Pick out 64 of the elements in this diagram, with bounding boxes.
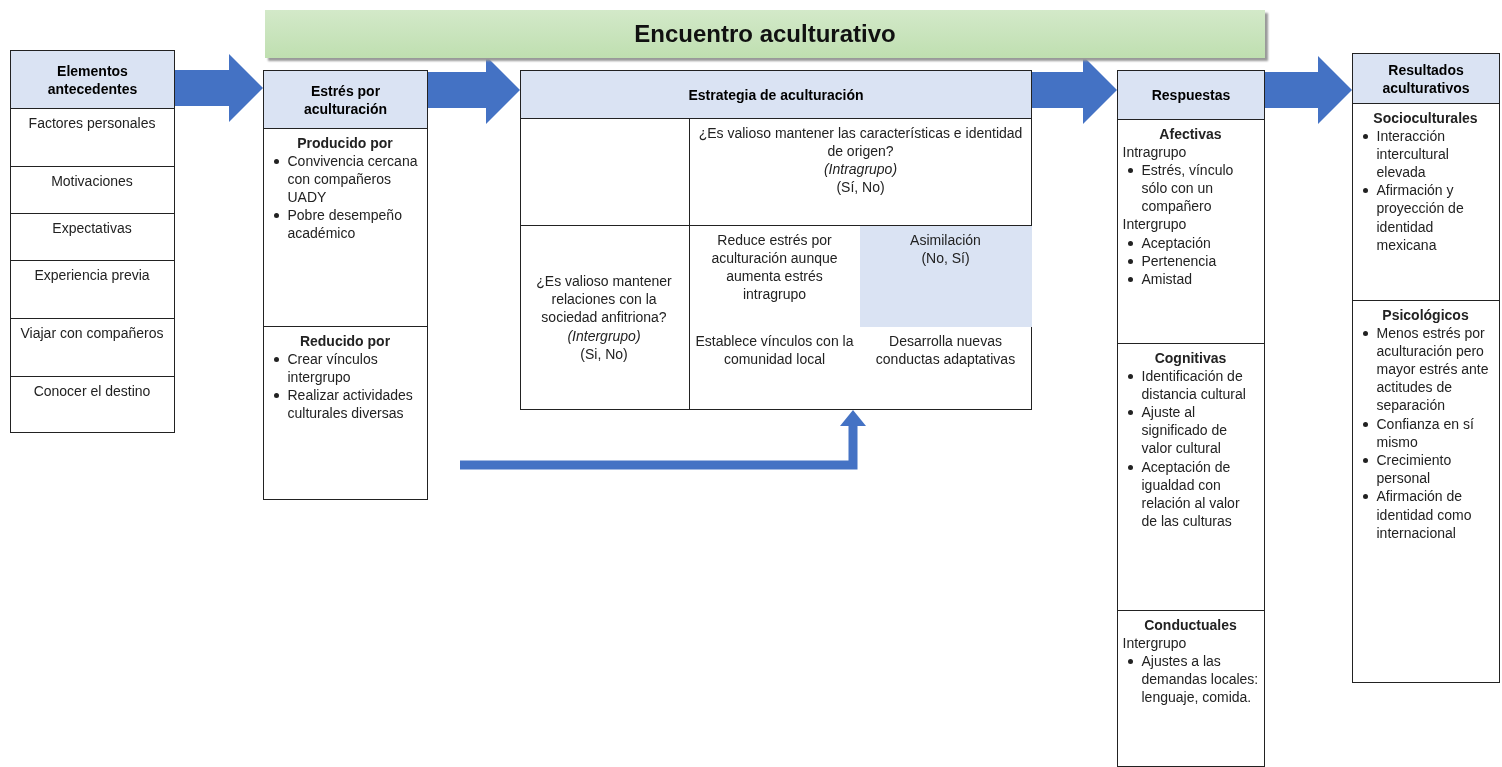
cell-text: Motivaciones — [50, 171, 134, 190]
bullet-item: Aceptación de igualdad con relación al valor de las culturas — [1141, 457, 1241, 531]
cell-text: (Intergrupo) — [566, 326, 642, 345]
cell-text: (Sí, No) — [835, 178, 886, 197]
cell-text: (No, Sí) — [920, 248, 971, 267]
table-column — [10, 50, 175, 433]
bullet-item: Identificación de distancia cultural — [1141, 366, 1247, 404]
table-column — [1352, 53, 1500, 683]
table-cell — [519, 224, 690, 410]
section-heading: Conductuales — [1143, 615, 1238, 634]
bullet-item: Afirmación y proyección de identidad mexicana — [1376, 181, 1465, 254]
column-header: Resultados aculturativos — [1353, 54, 1499, 104]
bullet-item: Estrés, vínculo sólo con un compañero — [1141, 160, 1235, 216]
elbow-arrow — [460, 410, 866, 470]
bullet-item: Realizar actividades culturales diversas — [287, 386, 414, 423]
cell-text: Desarrolla nuevas conductas adaptativas — [874, 331, 1017, 368]
bullet-item: Crecimiento personal — [1376, 451, 1453, 488]
bullet-item: Amistad — [1141, 270, 1193, 289]
group-label: Intragrupo — [1122, 142, 1188, 161]
group-label: Intergrupo — [1122, 215, 1188, 234]
cell-text: ¿Es valioso mantener las características e identidad de origen? — [697, 123, 1024, 160]
bullet-item: Afirmación de identidad como internacional — [1376, 487, 1473, 542]
cell-text: ¿Es valioso mantener relaciones con la sociedad anfitriona? — [535, 272, 673, 327]
section-heading: Socioculturales — [1372, 108, 1479, 127]
cell-text: Reduce estrés por aculturación aunque aumenta estrés intragrupo — [710, 230, 839, 304]
cell-text: Conocer el destino — [32, 381, 152, 400]
bullet-item: Convivencia cercana con compañeros UADY — [287, 151, 419, 207]
section-heading: Reducido por — [298, 331, 392, 350]
block-arrow — [428, 56, 520, 124]
column-header: Estrés por aculturación — [264, 71, 427, 129]
table-column — [520, 70, 1032, 410]
section-heading: Producido por — [296, 133, 394, 152]
group-label: Intergrupo — [1122, 633, 1188, 652]
cell-text: Expectativas — [51, 218, 133, 237]
section-heading: Cognitivas — [1153, 348, 1228, 367]
bullet-item: Crear vínculos intergrupo — [287, 349, 379, 387]
cell-text: (Intragrupo) — [822, 159, 899, 179]
block-arrow — [1265, 56, 1352, 124]
cell-text: Experiencia previa — [33, 265, 151, 284]
table-cell — [519, 117, 690, 225]
section-heading: Psicológicos — [1381, 305, 1470, 324]
block-arrow — [1032, 56, 1117, 124]
bullet-item: Interacción intercultural elevada — [1376, 126, 1450, 182]
bullet-item: Pobre desempeño académico — [287, 206, 403, 243]
cell-text: Factores personales — [27, 113, 157, 132]
table-column — [263, 70, 428, 500]
table-column — [1117, 70, 1265, 767]
bullet-item: Aceptación — [1141, 233, 1211, 252]
section-heading: Afectivas — [1158, 124, 1223, 143]
cell-text: Asimilación — [909, 230, 982, 249]
bullet-item: Menos estrés por aculturación pero mayor estrés ante actitudes de separación — [1376, 323, 1490, 415]
bullet-item: Pertenencia — [1141, 251, 1217, 270]
cell-text: Establece vínculos con la comunidad local — [695, 331, 854, 368]
block-arrow — [175, 54, 263, 122]
bullet-item: Ajuste al significado de valor cultural — [1141, 403, 1229, 458]
bullet-item: Confianza en sí mismo — [1376, 414, 1475, 451]
title-banner: Encuentro aculturativo — [265, 10, 1265, 58]
cell-text: (Si, No) — [579, 344, 629, 363]
bullet-item: Ajustes a las demandas locales: lenguaje, comida. — [1141, 651, 1259, 707]
column-header: Elementos antecedentes — [11, 51, 174, 109]
table-cell — [859, 224, 1032, 327]
column-header: Respuestas — [1118, 71, 1264, 120]
cell-text: Viajar con compañeros — [19, 323, 165, 342]
column-header: Estrategia de aculturación — [521, 71, 1031, 119]
